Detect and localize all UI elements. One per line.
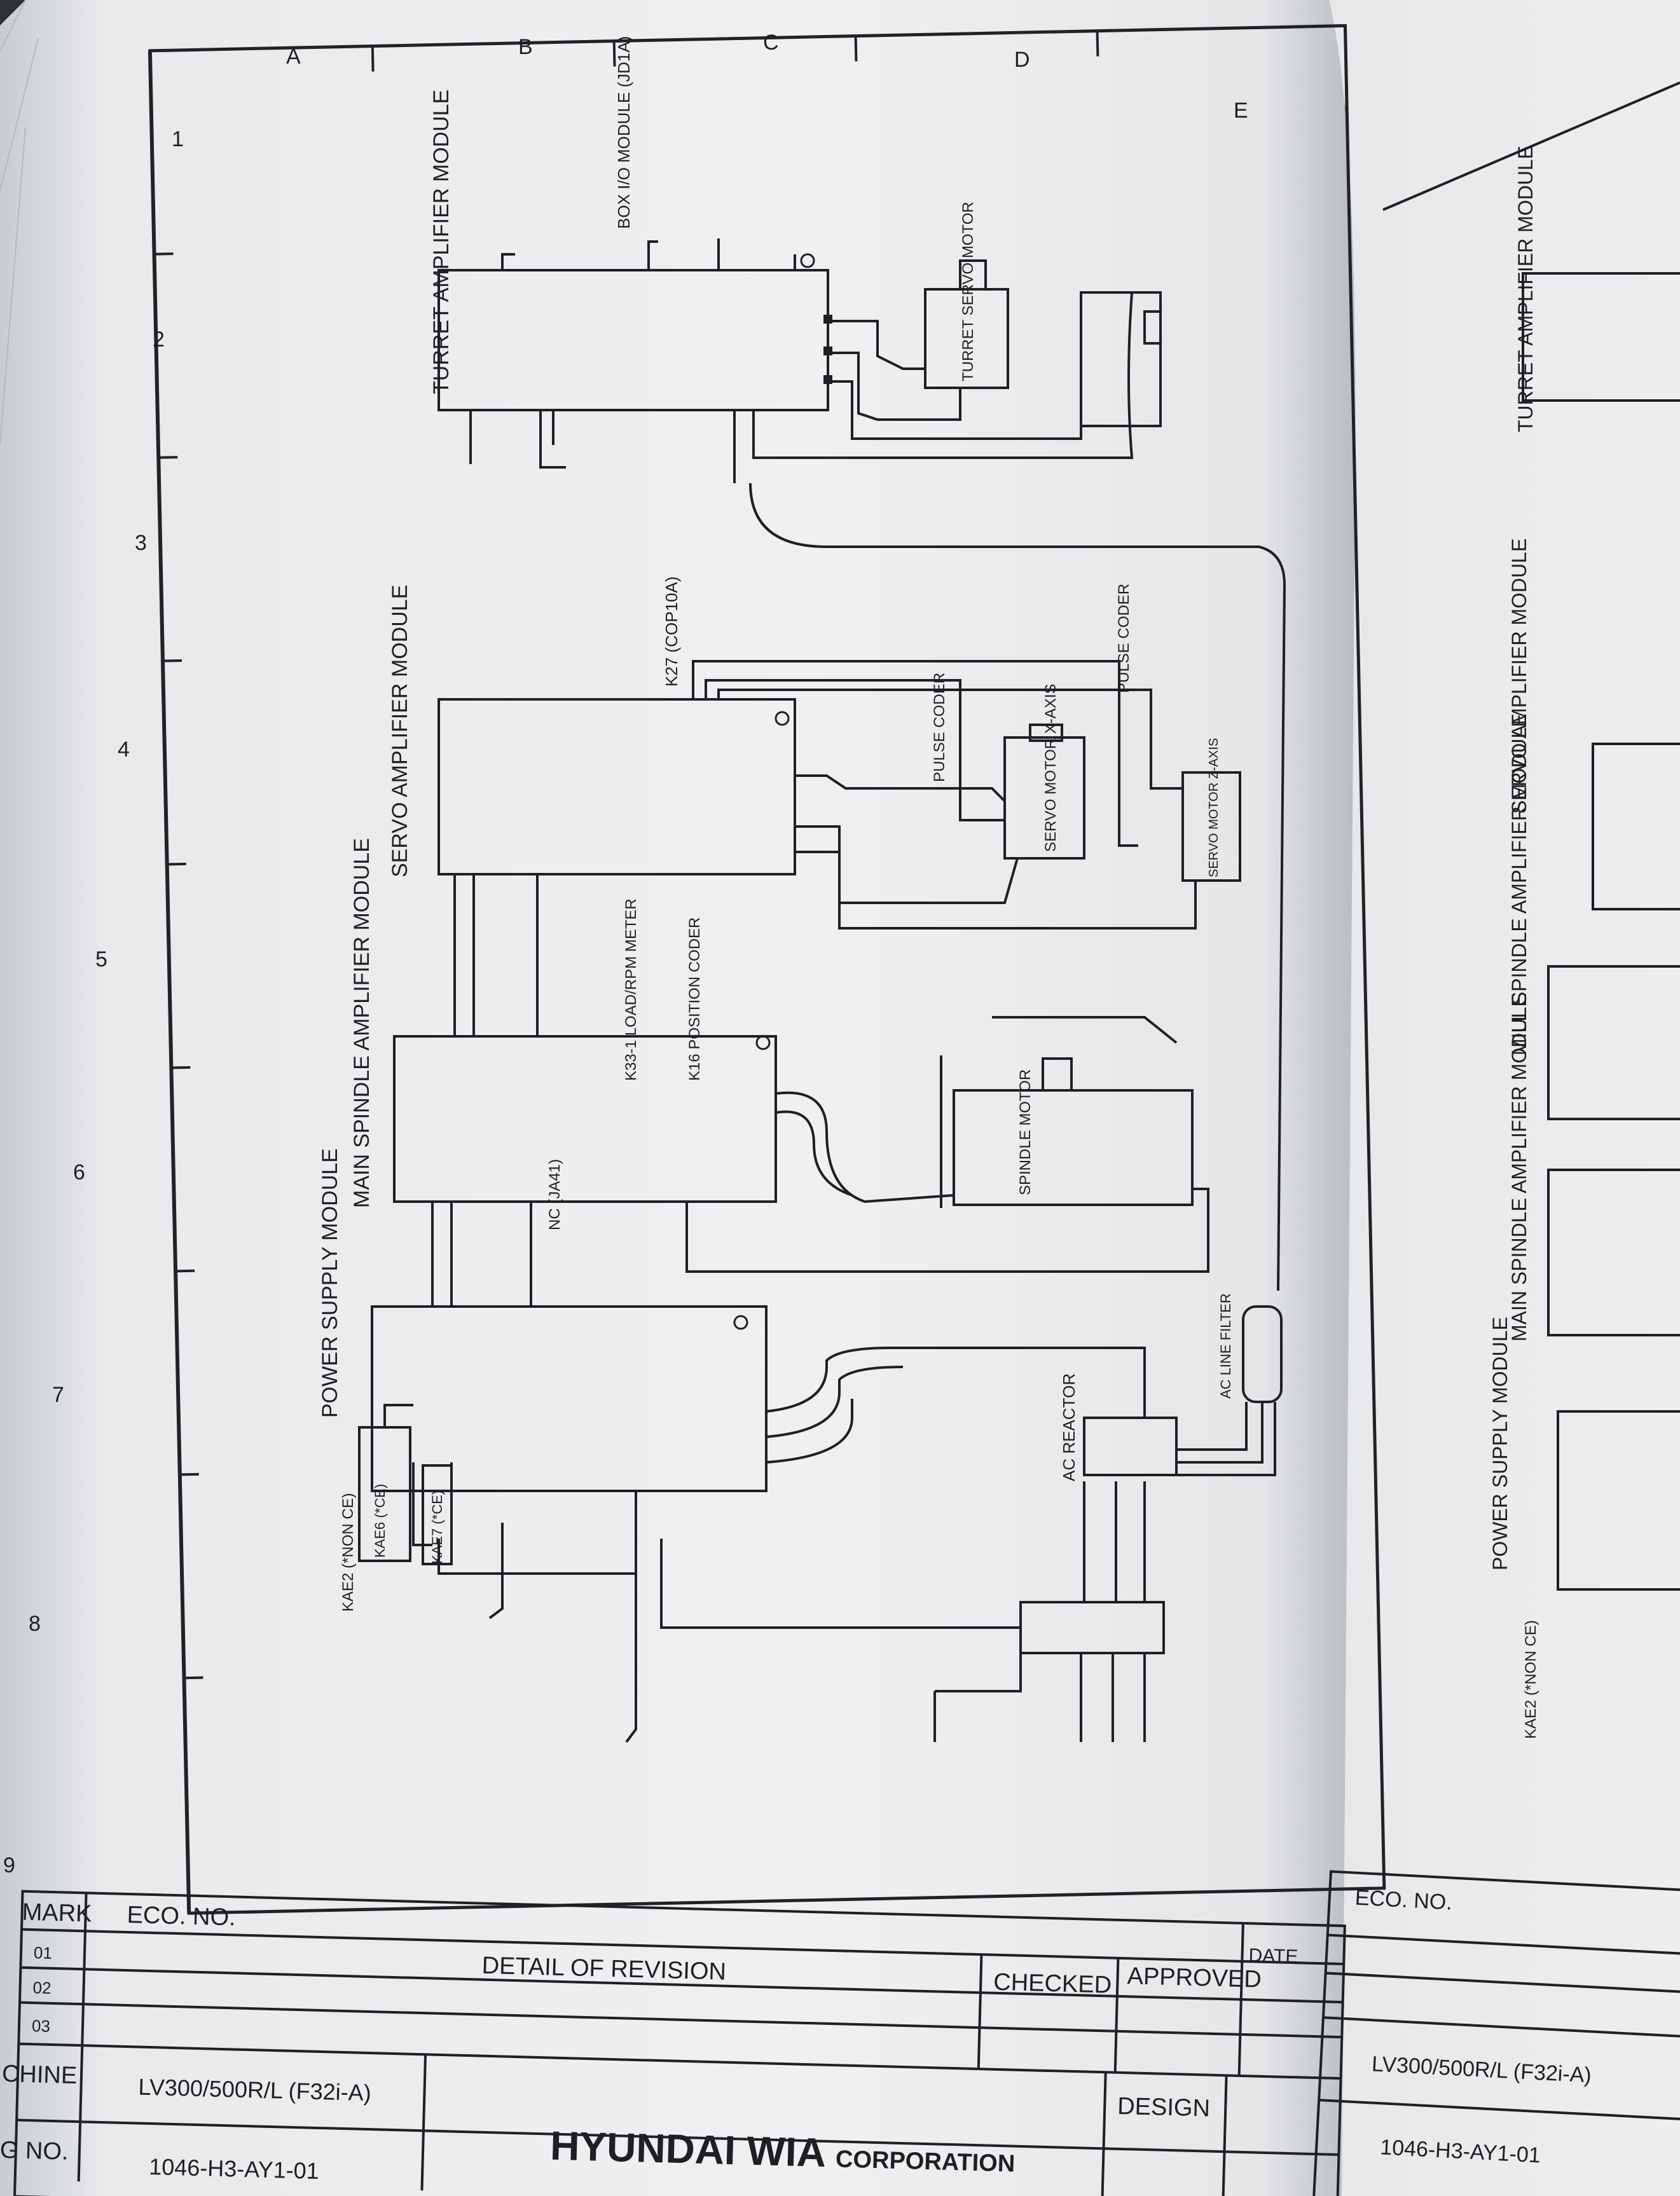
tb-approved: APPROVED bbox=[1127, 1963, 1262, 1993]
tb-checked: CHECKED bbox=[993, 1969, 1112, 1999]
zone-d: D bbox=[1014, 48, 1030, 72]
row-1: 1 bbox=[172, 127, 184, 151]
zone-c: C bbox=[763, 31, 779, 55]
rp-kae2-label: KAE2 (*NON CE) bbox=[1522, 1620, 1539, 1739]
tb-drawing-no-value: 1046-H3-AY1-01 bbox=[149, 2153, 319, 2184]
kae6-label: KAE6 (*CE) bbox=[372, 1484, 388, 1558]
main-spindle-title: MAIN SPINDLE AMPLIFIER MODULE bbox=[350, 838, 374, 1208]
rp-servo-title: SERVO AMPLIFIER MODULE bbox=[1508, 539, 1531, 814]
row-4: 4 bbox=[118, 738, 130, 762]
nc-ja41-label: NC (JA41) bbox=[546, 1159, 563, 1230]
left-page bbox=[0, 0, 1356, 2196]
rp-mill-spindle-title: MILL SPINDLE AMPLIFIER MODULE bbox=[1508, 713, 1531, 1055]
row-8: 8 bbox=[29, 1612, 41, 1636]
title-block: MARK ECO. NO. DETAIL OF REVISION CHECKED… bbox=[0, 1890, 1346, 2196]
z-motor-box bbox=[1181, 771, 1241, 882]
kae7-label: KAE7 (*CE) bbox=[429, 1490, 445, 1564]
spindle-motor-label: SPINDLE MOTOR bbox=[1017, 1069, 1034, 1195]
rp-eco-no: ECO. NO. bbox=[1354, 1886, 1453, 1915]
turret-servo-motor-label: TURRET SERVO MOTOR bbox=[960, 202, 977, 381]
box-io-label: BOX I/O MODULE (JD1A) bbox=[614, 36, 633, 229]
tb-rev-2: 02 bbox=[32, 1978, 52, 1998]
turret-amp-box bbox=[437, 269, 829, 411]
rp-turret-title: TURRET AMPLIFIER MODULE bbox=[1514, 146, 1537, 432]
pulse-coder-z-label: PULSE CODER bbox=[1115, 584, 1133, 693]
zone-e: E bbox=[1234, 99, 1248, 123]
power-supply-title: POWER SUPPLY MODULE bbox=[318, 1148, 342, 1418]
row-3: 3 bbox=[135, 531, 147, 555]
x-motor-box bbox=[1003, 736, 1085, 860]
zone-b: B bbox=[518, 35, 533, 59]
main-spindle-box bbox=[393, 1035, 777, 1203]
ac-line-filter-label: AC LINE FILTER bbox=[1218, 1293, 1234, 1399]
tb-drawing-no-label: G NO. bbox=[0, 2137, 69, 2165]
turret-amp-title: TURRET AMPLIFIER MODULE bbox=[429, 90, 453, 394]
row-2: 2 bbox=[153, 327, 165, 352]
servo-amp-box bbox=[437, 698, 796, 875]
row-5: 5 bbox=[95, 947, 107, 971]
kae7-box bbox=[422, 1464, 453, 1565]
page-stack bbox=[0, 0, 39, 446]
servo-motor-x-label: SERVO MOTOR X-AXIS bbox=[1042, 683, 1059, 852]
tb-mark: MARK bbox=[22, 1899, 92, 1928]
zone-a: A bbox=[286, 45, 301, 69]
pulse-coder-x-label: PULSE CODER bbox=[931, 673, 948, 782]
tb-detail-of-revision: DETAIL OF REVISION bbox=[481, 1952, 726, 1986]
servo-motor-z-label: SERVO MOTOR Z-AXIS bbox=[1207, 738, 1221, 877]
tb-design: DESIGN bbox=[1117, 2093, 1211, 2122]
rp-power-supply-title: POWER SUPPLY MODULE bbox=[1489, 1317, 1511, 1570]
load-meter-label: K33-1 LOAD/RPM METER bbox=[623, 898, 640, 1081]
k27-label: K27 (COP10A) bbox=[662, 577, 681, 687]
kae2-label: KAE2 (*NON CE) bbox=[340, 1493, 357, 1612]
tb-rev-1: 01 bbox=[34, 1943, 53, 1963]
tb-date: DATE bbox=[1248, 1945, 1298, 1967]
tb-company-logo: HYUNDAI WIA CORPORATION bbox=[549, 2123, 1016, 2181]
right-page bbox=[1297, 0, 1680, 2196]
power-supply-box bbox=[371, 1305, 768, 1492]
rp-main-spindle-title: MAIN SPINDLE AMPLIFIER MODULE bbox=[1508, 993, 1531, 1342]
tb-machine-value: LV300/500R/L (F32i-A) bbox=[138, 2074, 371, 2106]
tb-machine-label: CHINE bbox=[1, 2061, 77, 2089]
spindle-motor-box bbox=[953, 1089, 1194, 1206]
ac-reactor bbox=[1083, 1417, 1178, 1476]
servo-amp-title: SERVO AMPLIFIER MODULE bbox=[388, 585, 412, 877]
position-coder-label: K16 POSITION CODER bbox=[686, 917, 703, 1081]
ac-reactor-label: AC REACTOR bbox=[1059, 1373, 1078, 1481]
tb-eco-no: ECO. NO. bbox=[127, 1902, 236, 1931]
row-6: 6 bbox=[73, 1160, 85, 1184]
tb-rev-3: 03 bbox=[32, 2016, 51, 2036]
row-9: 9 bbox=[3, 1853, 15, 1877]
row-7: 7 bbox=[52, 1383, 64, 1407]
